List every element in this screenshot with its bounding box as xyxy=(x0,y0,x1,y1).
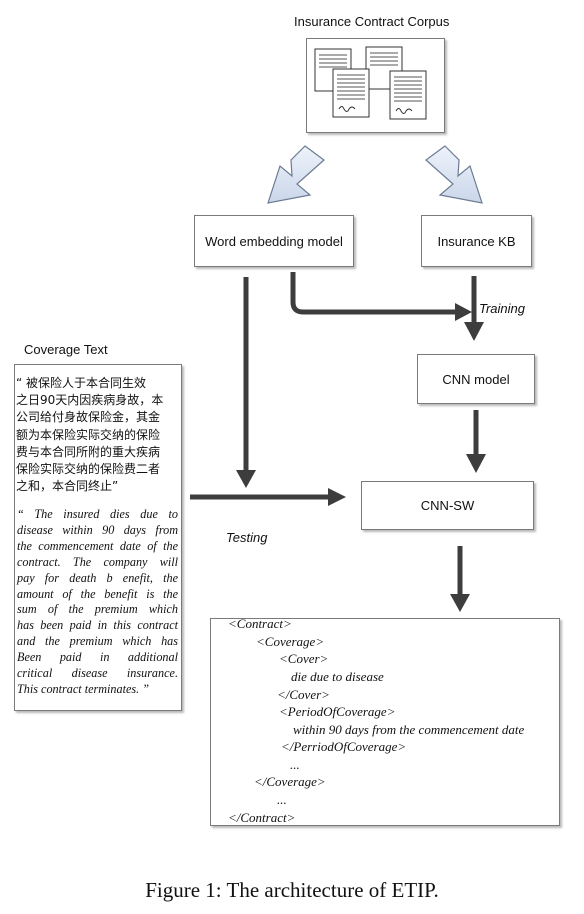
insurance-kb-box: Insurance KB xyxy=(421,215,532,267)
chinese-line: 费与本合同所附的重大疾病 xyxy=(16,444,161,459)
xml-line: ... xyxy=(277,792,287,807)
xml-line: <PeriodOfCoverage> xyxy=(279,704,396,719)
cnn-model-box: CNN model xyxy=(417,354,535,404)
cnnsw-to-output-arrowhead xyxy=(450,594,470,612)
xml-line: <Coverage> xyxy=(256,634,325,649)
xml-line: ... xyxy=(290,757,300,772)
xml-line: </PerriodOfCoverage> xyxy=(281,739,407,754)
chinese-line: 公司给付身故保险金，其金 xyxy=(16,410,161,425)
embedding-to-cnnsw-arrowhead xyxy=(236,470,256,488)
xml-line: </Coverage> xyxy=(254,774,326,789)
xml-line: </Cover> xyxy=(277,687,330,702)
coverage-chinese-text: “ 被保险人于本合同生效 之日90天内因疾病身故，本 公司给付身故保险金，其金 … xyxy=(16,375,179,495)
output-xml-box xyxy=(210,618,560,826)
english-line: and the premium which has xyxy=(17,634,178,649)
corpus-to-embedding-arrow xyxy=(267,145,325,204)
cnnmodel-to-cnnsw-arrowhead xyxy=(466,454,486,473)
xml-line: <Contract> xyxy=(228,616,292,631)
chinese-line: 之和，本合同终止” xyxy=(16,479,119,494)
coverage-text-box xyxy=(14,364,182,711)
english-line: Been paid in additional xyxy=(17,650,178,665)
english-line: pay for death b enefit, the xyxy=(17,570,178,585)
coverage-english-text: “ The insured dies due to disease within… xyxy=(17,507,178,698)
embedding-training-arrowhead xyxy=(455,303,472,321)
corpus-to-kb-arrow xyxy=(425,145,483,204)
chinese-line: 额为本保险实际交纳的保险 xyxy=(16,427,161,442)
embedding-training-path xyxy=(290,272,455,315)
corpus-title: Insurance Contract Corpus xyxy=(294,14,450,29)
chinese-line: 保险实际交纳的保险费二者 xyxy=(16,462,161,477)
xml-line: </Contract> xyxy=(228,810,296,825)
training-label: Training xyxy=(479,301,526,316)
english-line: contract. The company will xyxy=(17,554,178,569)
english-line: has been paid in this contract xyxy=(17,618,178,633)
english-line: “ The insured dies due to xyxy=(17,507,178,521)
english-line: amount of the benefit is the xyxy=(17,586,178,601)
xml-line: within 90 days from the commencement dat… xyxy=(293,722,525,737)
english-line: disease within 90 days from xyxy=(17,522,178,537)
kb-to-cnnmodel-arrowhead xyxy=(464,322,484,341)
coverage-text-title: Coverage Text xyxy=(24,342,108,357)
chinese-line: “ 被保险人于本合同生效 xyxy=(16,376,147,390)
xml-line: die due to disease xyxy=(291,669,384,684)
word-embedding-model-box: Word embedding model xyxy=(194,215,354,267)
documents-icon xyxy=(314,46,427,120)
coverage-to-cnnsw-arrowhead xyxy=(328,488,346,506)
chinese-line: 之日90天内因疾病身故，本 xyxy=(16,393,164,408)
english-line: This contract terminates. ” xyxy=(17,681,150,696)
english-line: the commencement date of the xyxy=(17,538,178,553)
figure-caption: Figure 1: The architecture of ETIP. xyxy=(145,878,439,902)
corpus-box xyxy=(306,38,445,133)
english-line: critical disease insurance. xyxy=(17,666,178,681)
english-line: sum of the premium which xyxy=(17,602,178,617)
xml-line: <Cover> xyxy=(279,651,329,666)
testing-label: Testing xyxy=(226,530,268,545)
cnn-sw-box: CNN-SW xyxy=(361,481,534,530)
